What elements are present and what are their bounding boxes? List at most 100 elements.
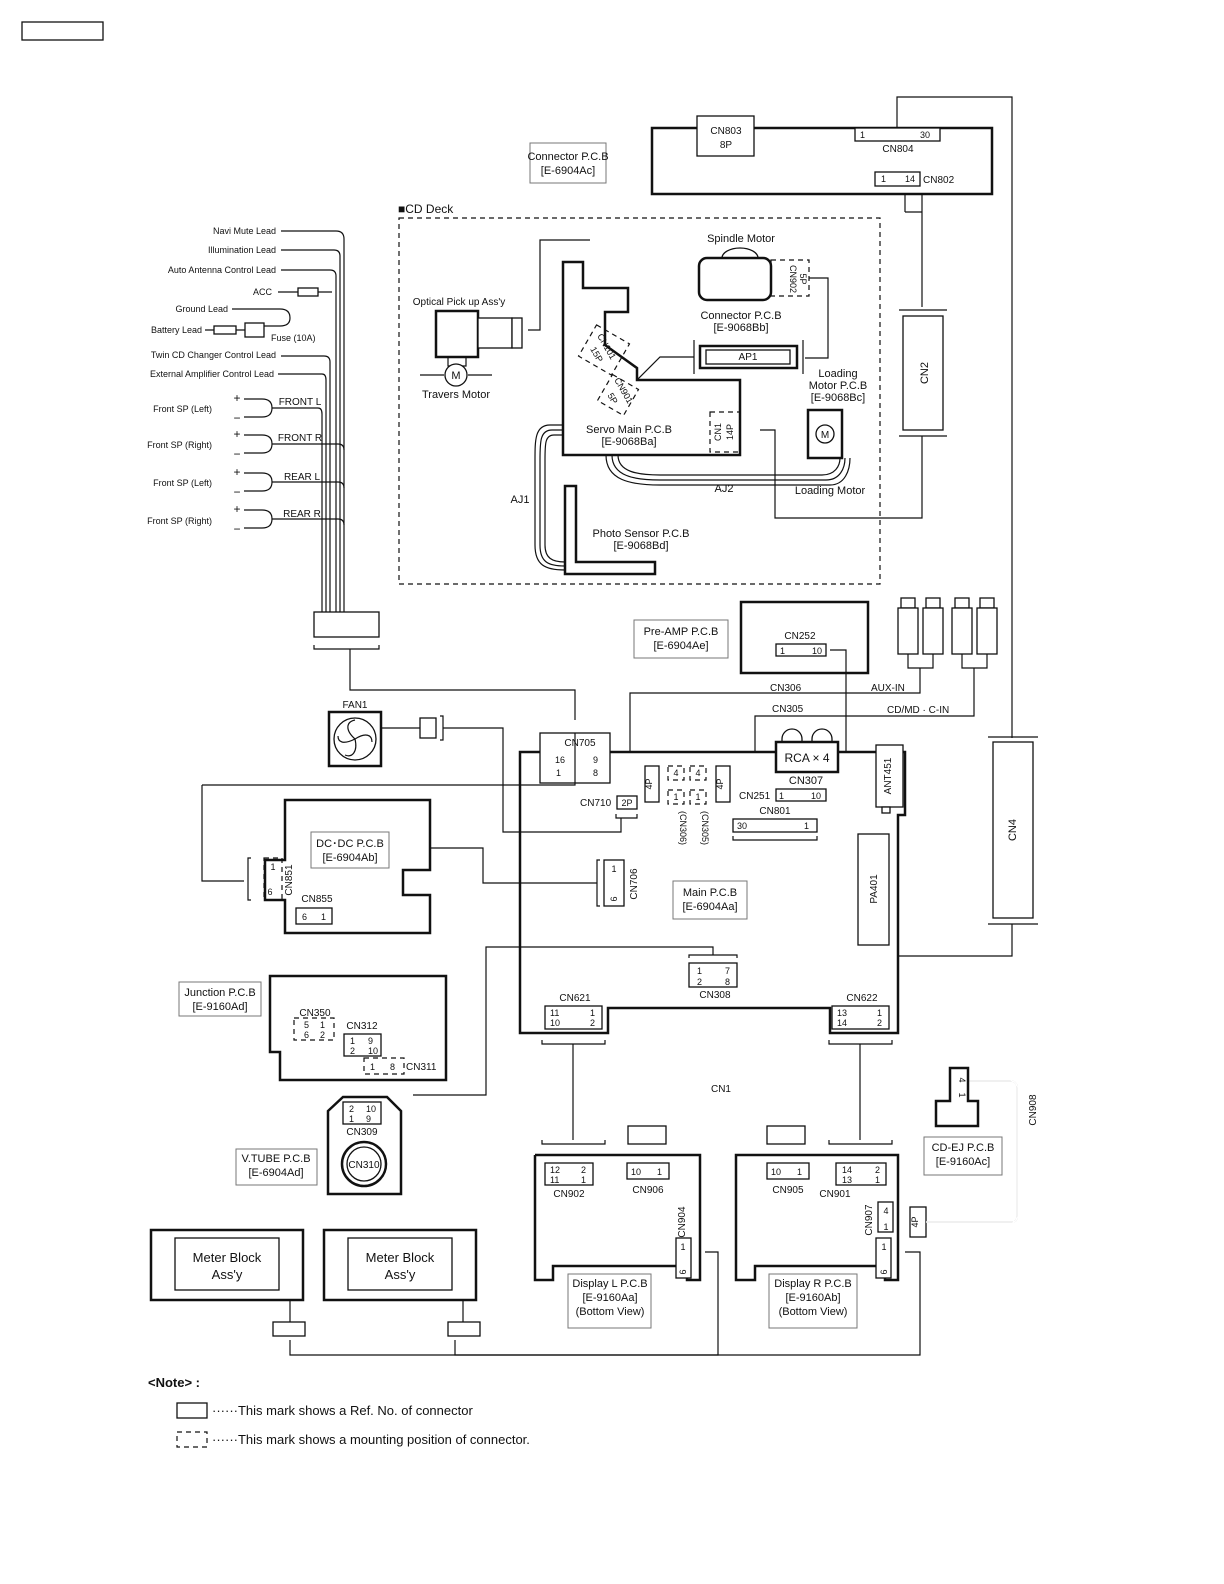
cn312-pin-2: 2 — [350, 1046, 355, 1056]
cn305-4p — [715, 765, 731, 803]
note-mount-mark — [176, 1431, 208, 1448]
cn706-pin-6: 6 — [609, 896, 619, 901]
ap1-cable: AP1 — [693, 340, 804, 374]
fuse-label: Fuse (10A) — [271, 333, 316, 343]
cn350-label: CN350 — [299, 1008, 331, 1019]
rca-label: RCA × 4 — [784, 751, 829, 765]
cn907b-pin-6: 6 — [879, 1269, 889, 1274]
cn802-pin-start: 1 — [881, 174, 886, 184]
lead-twin-cd: Twin CD Changer Control Lead — [151, 350, 276, 360]
cn804-pin-end: 30 — [920, 130, 930, 140]
cn901-label: CN901 — [819, 1189, 851, 1200]
main-pcb-ref: [E-6904Aa] — [682, 901, 737, 913]
cn310-label: CN310 — [348, 1160, 380, 1171]
pre-amp-ref: [E-6904Ae] — [653, 640, 708, 652]
meter-block-1-line1: Meter Block — [193, 1250, 262, 1265]
cn705-pin-1: 1 — [556, 768, 561, 778]
rca-plugs — [897, 597, 998, 678]
v-tube-tag — [235, 1148, 318, 1186]
cn710-connector — [616, 795, 638, 810]
cn705-pin-9: 9 — [593, 755, 598, 765]
cn904-pin-1: 1 — [680, 1242, 685, 1252]
cn901-pin-14: 14 — [842, 1165, 852, 1175]
loading-motor-pcb-line2: Motor P.C.B — [809, 380, 868, 392]
cn4-label: CN4 — [1007, 819, 1019, 841]
cn908-4p-label: 4P — [910, 1216, 920, 1227]
lead-auto-antenna: Auto Antenna Control Lead — [168, 265, 276, 275]
cn902-pin-11: 11 — [550, 1175, 559, 1185]
sp4-plus: + — [233, 502, 240, 516]
loading-motor-pcb-line1: Loading — [818, 368, 857, 380]
loading-motor-symbol: M — [821, 430, 829, 441]
cn350-pin-1: 1 — [320, 1020, 325, 1030]
cn706-connector — [603, 859, 625, 907]
ant451 — [875, 744, 904, 808]
lead-illumination: Illumination Lead — [208, 245, 276, 255]
photo-sensor-pcb-outline — [563, 484, 657, 576]
cn306-paren: (CN306) — [678, 811, 688, 845]
cn802-pin-end: 14 — [905, 174, 915, 184]
cn621-pin-11: 11 — [550, 1008, 559, 1018]
connector-pcb-top-ref: [E-6904Ac] — [541, 165, 595, 177]
cn901-pin-2: 2 — [875, 1165, 880, 1175]
spindle-motor: CN902 5P — [697, 247, 810, 302]
rear-l-wire: REAR L — [284, 472, 321, 483]
cn904-pin-6: 6 — [678, 1269, 688, 1274]
cn908-label: CN908 — [1028, 1094, 1039, 1126]
fan1-label: FAN1 — [342, 700, 367, 711]
sp4-minus: − — [233, 522, 240, 536]
connector-pcb-deck-name: Connector P.C.B — [700, 310, 781, 322]
cn710-pins: 2P — [621, 798, 632, 808]
cn308-pin-2: 2 — [697, 977, 702, 987]
cn902-pin-1: 1 — [581, 1175, 586, 1185]
display-l-name: Display L P.C.B — [572, 1278, 647, 1290]
front-r-wire: FRONT R — [278, 433, 322, 444]
loading-motor-label: Loading Motor — [795, 485, 866, 497]
cn901-pin-1: 1 — [875, 1175, 880, 1185]
connector-pcb-top: CN803 8P 1 30 CN804 1 14 CN802 — [650, 115, 994, 196]
cn251-pin-end: 10 — [811, 791, 821, 801]
sp2-plus: + — [233, 427, 240, 441]
display-l-pcb-outline — [533, 1153, 702, 1282]
travers-motor-label: Travers Motor — [422, 389, 490, 401]
cn4-cable: CN4 — [988, 736, 1038, 925]
cn902-label: CN902 — [553, 1189, 585, 1200]
cn907-pin-4: 4 — [883, 1206, 888, 1216]
dc-dc-ref: [E-6904Ab] — [322, 852, 377, 864]
cn350-pin-5: 5 — [304, 1020, 309, 1030]
speaker-3-label: Front SP (Left) — [153, 478, 212, 488]
speaker-1-label: Front SP (Left) — [153, 404, 212, 414]
junction-tag — [178, 981, 262, 1017]
lead-acc: ACC — [253, 287, 273, 297]
cn902-deck-label: CN902 — [788, 265, 798, 293]
cn905-label: CN905 — [772, 1185, 804, 1196]
cn306-4p — [644, 765, 660, 803]
note-item-mount: ······This mark shows a mounting positio… — [212, 1432, 530, 1447]
cn621-pin-2: 2 — [590, 1018, 595, 1028]
cn305-paren: (CN305) — [700, 811, 710, 845]
sp1-minus: − — [233, 411, 240, 425]
cn855-label: CN855 — [301, 894, 333, 905]
cn305-4p-label: 4P — [715, 778, 725, 789]
cn907-connector — [877, 1201, 894, 1233]
aux-in-label: AUX-IN — [871, 683, 905, 694]
front-l-wire: FRONT L — [279, 397, 322, 408]
sp1-plus: + — [233, 391, 240, 405]
cn855-connector — [295, 907, 333, 925]
cn306-4p-label: 4P — [644, 778, 654, 789]
spindle-motor-label: Spindle Motor — [707, 233, 775, 245]
loading-motor-pcb: M — [806, 408, 844, 460]
cn622-pin-13: 13 — [837, 1008, 847, 1018]
cn901-connector — [835, 1162, 887, 1186]
cn621-pin-1: 1 — [590, 1008, 595, 1018]
note-title: <Note> : — [148, 1375, 200, 1390]
cd-ej-name: CD-EJ P.C.B — [932, 1142, 995, 1154]
sp2-minus: − — [233, 447, 240, 461]
lead-ext-amp: External Amplifier Control Lead — [150, 369, 274, 379]
cn252-pin-end: 10 — [812, 646, 822, 656]
cn851-pin-6: 6 — [267, 887, 272, 897]
ap1-label: AP1 — [739, 352, 758, 363]
display-r-name: Display R P.C.B — [774, 1278, 851, 1290]
cn906-pin-10: 10 — [631, 1167, 641, 1177]
